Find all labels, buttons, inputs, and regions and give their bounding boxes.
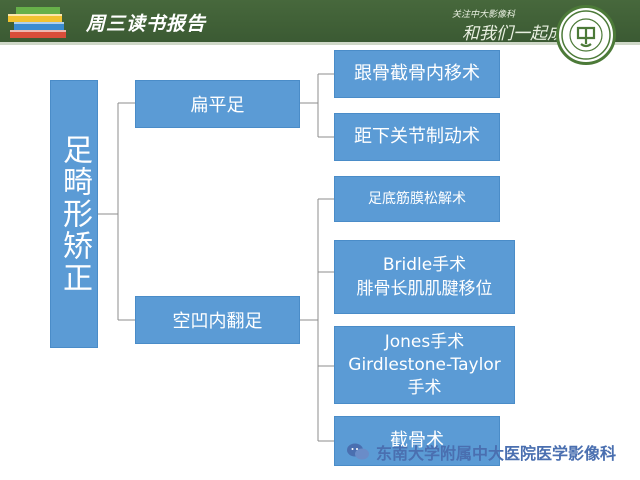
hospital-seal-logo [556,5,616,65]
branch-flatfoot: 扁平足 [135,80,300,128]
watermark: 东南大学附属中大医院医学影像科 [346,440,616,464]
motto-line-2: 和我们一起成长 [462,24,581,44]
motto-line-1: 关注中大影像科 [452,10,516,20]
header-banner: 周三读书报告 关注中大影像科 和我们一起成长 [0,0,640,44]
leaf-calcaneal-osteotomy: 跟骨截骨内移术 [334,50,500,98]
page-title: 周三读书报告 [86,13,207,35]
books-icon [8,7,66,38]
motto: 关注中大影像科 和我们一起成长 [452,8,581,46]
branch-cavovarus: 空凹内翻足 [135,296,300,344]
leaf-subtalar-arthroereisis: 距下关节制动术 [334,113,500,161]
seal-icon [561,10,611,60]
banner-divider [0,42,640,45]
leaf-bridle-procedure: Bridle手术 腓骨长肌肌腱移位 [334,240,515,314]
root-node: 足畸形矫正 [50,80,98,348]
leaf-plantar-fascia-release: 足底筋膜松解术 [334,176,500,222]
wechat-icon [347,443,369,460]
leaf-jones-procedure: Jones手术 Girdlestone-Taylor 手术 [334,326,515,404]
watermark-text: 东南大学附属中大医院医学影像科 [376,444,617,463]
